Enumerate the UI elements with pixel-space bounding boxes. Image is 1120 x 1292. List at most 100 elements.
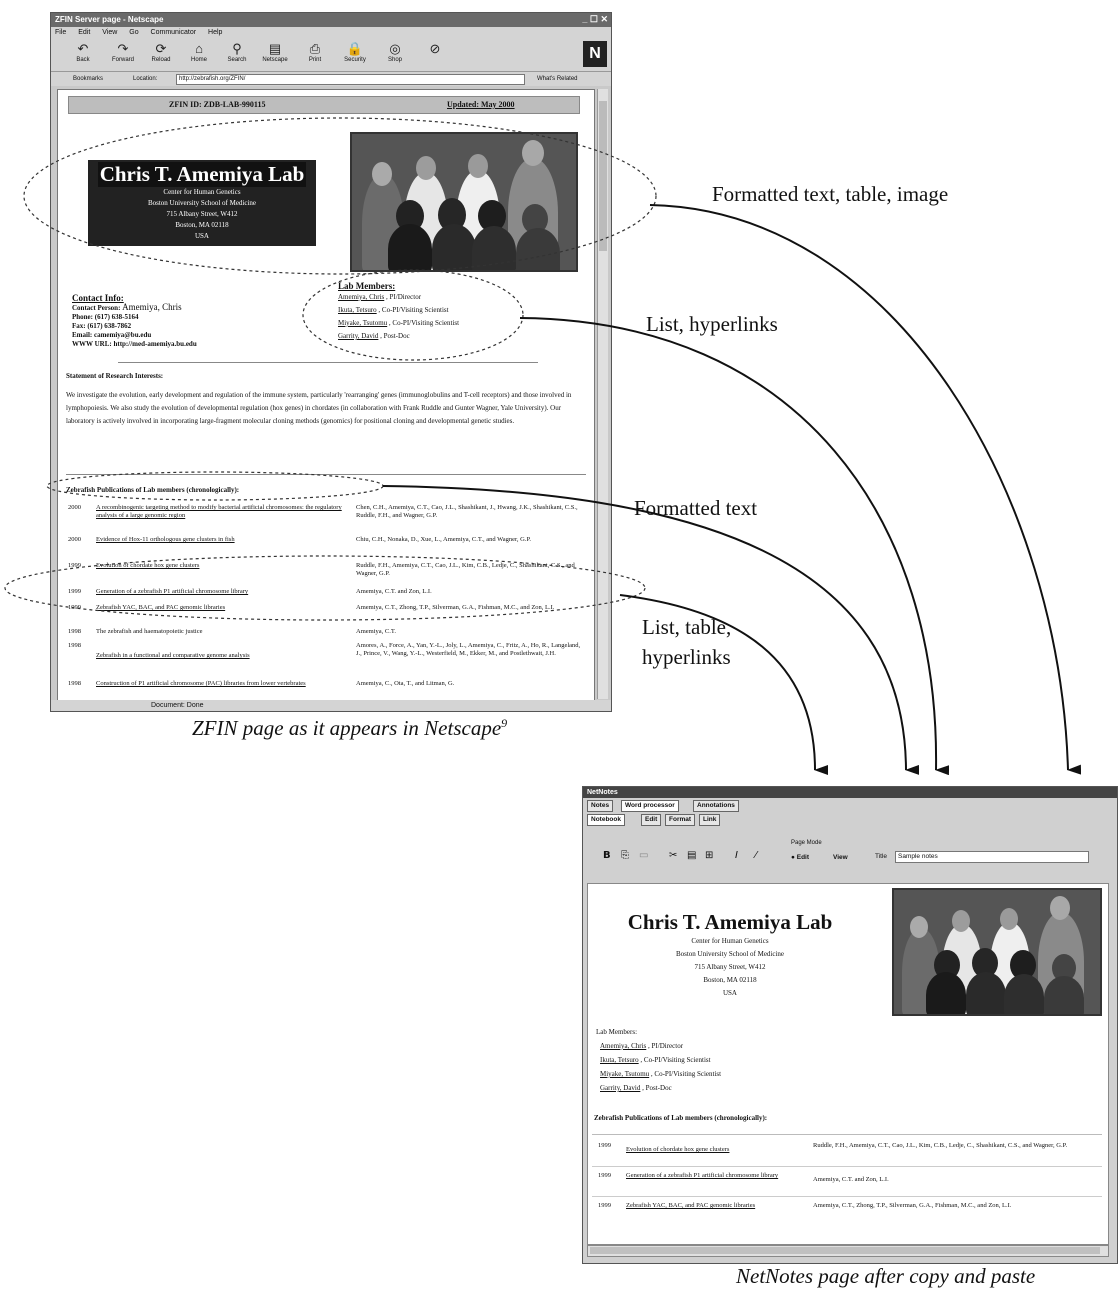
nn-member-link[interactable]: Amemiya, Chris [600, 1042, 647, 1050]
cut-icon[interactable]: ✂ [669, 850, 678, 861]
contact-heading: Contact Info: [72, 293, 124, 303]
pub-title-link[interactable]: Generation of a zebrafish P1 artificial … [96, 588, 249, 595]
divider [592, 1166, 1102, 1167]
pub-year: 1998 [68, 628, 81, 635]
nn-member-link[interactable]: Miyake, Tsutomu [600, 1070, 650, 1078]
nn-table-row: 1999 Zebrafish YAC, BAC, and PAC genomic… [598, 1202, 1098, 1216]
reload-button[interactable]: ⟳Reload [143, 41, 179, 63]
copy-icon[interactable]: ⎘ [621, 850, 629, 861]
email-link[interactable]: Email: camemiya@bu.edu [72, 331, 152, 339]
nn-member-role: Co-PI/Visiting Scientist [654, 1070, 722, 1078]
photo-head [522, 140, 544, 166]
pubs-heading: Zebrafish Publications of Lab members (c… [66, 486, 240, 494]
print-button[interactable]: ⎙Print [297, 41, 333, 63]
www-link[interactable]: WWW URL: http://med-amemiya.bu.edu [72, 340, 197, 348]
menu-edit[interactable]: Edit [78, 29, 91, 36]
bookmarks-button[interactable]: Bookmarks [73, 76, 104, 82]
title-input[interactable]: Sample notes [895, 851, 1089, 863]
tab-notes[interactable]: Notes [587, 800, 614, 812]
nn-pub-title-link[interactable]: Evolution of chordate hox gene clusters [626, 1146, 730, 1153]
pub-title-link[interactable]: Zebrafish in a functional and comparativ… [96, 652, 250, 659]
underline-icon[interactable]: ⁄ [755, 850, 757, 861]
research-text: We investigate the evolution, early deve… [66, 391, 572, 425]
netnotes-caption: NetNotes page after copy and paste [736, 1264, 1036, 1288]
nn-member-link[interactable]: Ikuta, Tetsuro [600, 1056, 639, 1064]
nn-pub-authors: Amemiya, C.T. and Zon, L.I. [813, 1176, 889, 1183]
mode-edit-radio[interactable]: ● Edit [791, 854, 810, 861]
menu-file[interactable]: File [55, 29, 67, 36]
scrollbar-thumb[interactable] [599, 101, 607, 251]
nn-pub-title-link[interactable]: Zebrafish YAC, BAC, and PAC genomic libr… [626, 1202, 756, 1209]
vertical-scrollbar[interactable] [597, 89, 608, 699]
netnotes-editor-pane[interactable]: Chris T. Amemiya Lab Center for Human Ge… [587, 883, 1109, 1245]
tab-link[interactable]: Link [699, 814, 721, 826]
photo-person [516, 228, 560, 270]
nn-pub-title-link[interactable]: Generation of a zebrafish P1 artificial … [626, 1172, 779, 1179]
whats-related-button[interactable]: What's Related [537, 76, 578, 82]
netnotes-main-tabs: Notes Word processor Annotations [583, 798, 1117, 812]
stop-icon: ⊘ [429, 41, 441, 56]
pub-title-link[interactable]: Evolution of chordate hox gene clusters [96, 562, 200, 569]
menu-view[interactable]: View [102, 29, 118, 36]
member-link[interactable]: Ikuta, Tetsuro [338, 306, 377, 314]
tab-word-processor[interactable]: Word processor [621, 800, 679, 812]
horizontal-scrollbar[interactable] [587, 1245, 1109, 1257]
shop-icon: ◎ [389, 41, 401, 56]
nn-address-line: Boston University School of Medicine [675, 950, 785, 958]
table-row: 1999 Generation of a zebrafish P1 artifi… [68, 588, 588, 600]
paste-icon[interactable]: ▤ [687, 850, 697, 861]
bold-icon[interactable]: B [603, 850, 611, 861]
tab-format[interactable]: Format [665, 814, 696, 826]
pub-title-link[interactable]: Evidence of Hox-11 orthologous gene clus… [96, 536, 235, 543]
zfin-updated-link[interactable]: Updated: May 2000 [447, 100, 515, 109]
nn-member-link[interactable]: Garrity, David [600, 1084, 641, 1092]
annotation-label: Formatted text [634, 496, 758, 520]
forward-button[interactable]: ↷Forward [105, 41, 141, 63]
nn-table-row: 1999 Generation of a zebrafish P1 artifi… [598, 1172, 1098, 1194]
member-link[interactable]: Garrity, David [338, 332, 379, 340]
search-button[interactable]: ⚲Search [219, 41, 255, 63]
tab-annotations[interactable]: Annotations [693, 800, 739, 812]
table-row: 1998 Zebrafish in a functional and compa… [68, 642, 588, 672]
scrollbar-thumb[interactable] [590, 1247, 1100, 1254]
member-link[interactable]: Amemiya, Chris [338, 293, 385, 301]
table-row: 1998 The zebrafish and haematopoietic ju… [68, 628, 588, 638]
zfin-nav-bar: ZFIN ID: ZDB-LAB-990115 Updated: May 200… [68, 96, 580, 114]
shop-button[interactable]: ◎Shop [377, 41, 413, 63]
mode-view-radio[interactable]: View [833, 854, 848, 861]
pub-title-link[interactable]: Zebrafish YAC, BAC, and PAC genomic libr… [96, 604, 226, 611]
photo-head [468, 154, 488, 178]
netscape-button[interactable]: ▤Netscape [257, 41, 293, 63]
menu-go[interactable]: Go [129, 29, 139, 36]
print-icon: ⎙ [309, 41, 321, 56]
stop-button[interactable]: ⊘ [417, 41, 453, 57]
home-button[interactable]: ⌂Home [181, 41, 217, 63]
menu-communicator[interactable]: Communicator [150, 29, 197, 36]
undo-icon[interactable]: ▭ [639, 850, 649, 861]
menu-help[interactable]: Help [208, 29, 223, 36]
highlight-ellipse-pubs-rows [4, 555, 646, 621]
find-icon[interactable]: ⊞ [705, 850, 714, 861]
member-link[interactable]: Miyake, Tsutomu [338, 319, 388, 327]
address-line: Boston University School of Medicine [147, 199, 257, 207]
pub-year: 1999 [68, 562, 81, 569]
address-line: Center for Human Genetics [163, 188, 241, 196]
window-controls[interactable]: _ ☐ ✕ [582, 14, 608, 24]
back-button[interactable]: ↶Back [65, 41, 101, 63]
pub-year: 2000 [68, 536, 81, 543]
photo-person [966, 972, 1006, 1014]
tab-edit[interactable]: Edit [641, 814, 662, 826]
pub-title-link[interactable]: A recombinogenic targeting method to mod… [96, 504, 342, 519]
nn-address-line: Boston, MA 02118 [703, 976, 757, 984]
italic-icon[interactable]: I [735, 850, 738, 861]
pub-title-link[interactable]: Construction of P1 artificial chromosome… [96, 680, 306, 687]
location-input[interactable]: http://zebrafish.org/ZFIN/ [176, 74, 525, 85]
security-button[interactable]: 🔒Security [337, 41, 373, 63]
lab-group-photo [350, 132, 578, 272]
tab-notebook[interactable]: Notebook [587, 814, 625, 826]
nn-pub-authors: Amemiya, C.T., Zhong, T.P., Silverman, G… [813, 1202, 1012, 1209]
photo-person [1004, 974, 1044, 1014]
annotation-label: Formatted text, table, image [712, 182, 949, 206]
nn-pub-authors: Ruddle, F.H., Amemiya, C.T., Cao, J.L., … [813, 1142, 1068, 1149]
